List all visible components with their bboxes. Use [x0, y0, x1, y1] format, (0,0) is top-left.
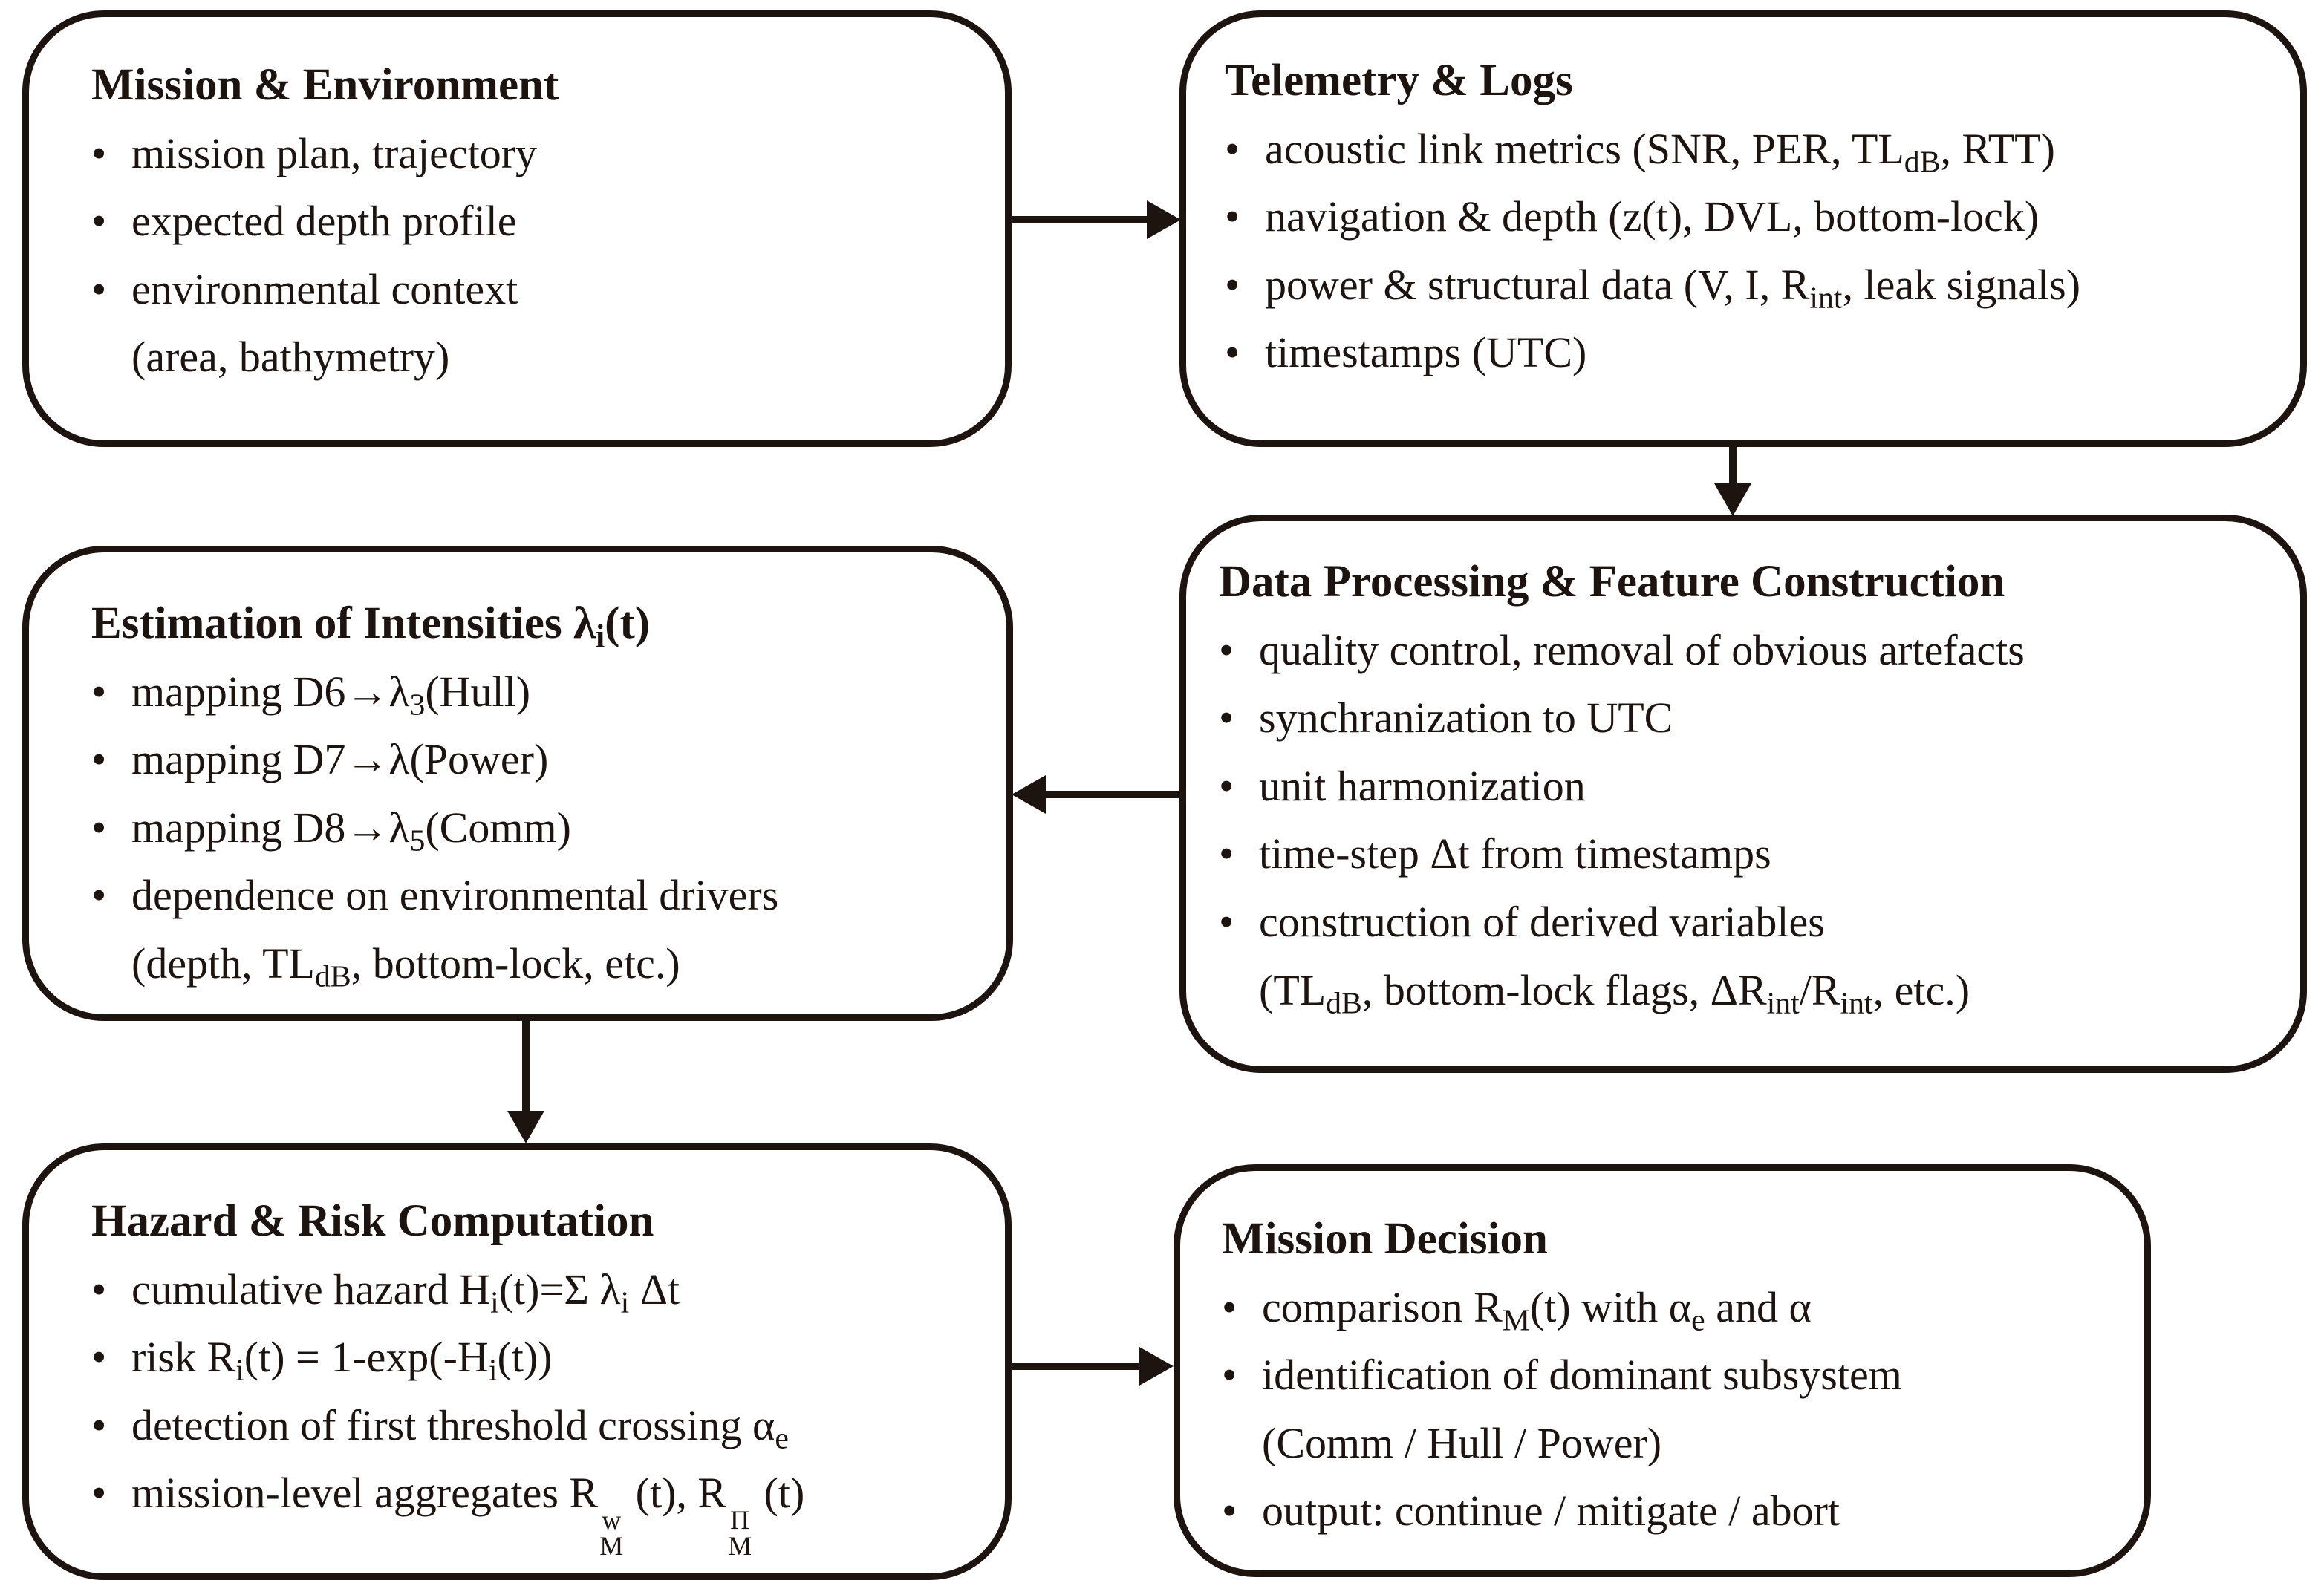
- arrow-estimation-to-hazard: [507, 1021, 544, 1143]
- bullet-item: expected depth profile: [91, 187, 983, 255]
- bullet-list: comparison RM(t) with αe and α identific…: [1222, 1273, 2126, 1546]
- arrow-shaft: [1012, 216, 1150, 223]
- arrow-shaft: [1729, 447, 1737, 490]
- bullet-item: mission plan, trajectory: [91, 120, 983, 188]
- box-content: Estimation of Intensities λi(t) mapping …: [29, 552, 1006, 998]
- bullet-list: acoustic link metrics (SNR, PER, TLdB, R…: [1225, 115, 2282, 388]
- arrow-shaft: [1012, 1363, 1142, 1370]
- box-hazard-risk: Hazard & Risk Computation cumulative haz…: [22, 1143, 1012, 1580]
- bullet-item: risk Ri(t) = 1-exp(-Hi(t)): [91, 1323, 987, 1391]
- bullet-text: synchranization to UTC: [1259, 694, 1673, 743]
- bullet-text: identification of dominant subsystem(Com…: [1262, 1351, 1902, 1467]
- bullet-text: expected depth profile: [131, 197, 517, 246]
- bullet-list: cumulative hazard Hi(t)=Σ λi Δt risk Ri(…: [91, 1256, 987, 1559]
- bullet-text: time-step Δt from timestamps: [1259, 829, 1771, 878]
- bullet-text: cumulative hazard Hi(t)=Σ λi Δt: [131, 1264, 680, 1320]
- bullet-item: environmental context(area, bathymetry): [91, 255, 983, 391]
- bullet-text: dependence on environmental drivers(dept…: [131, 871, 779, 994]
- bullet-item: dependence on environmental drivers(dept…: [91, 861, 984, 997]
- bullet-list: mapping D6→λ3(Hull) mapping D7→λ(Power) …: [91, 658, 984, 998]
- arrow-shaft: [1043, 791, 1181, 798]
- bullet-item: mission-level aggregates RwM (t), RΠM (t…: [91, 1459, 987, 1561]
- arrow-mission-to-telemetry: [1012, 200, 1181, 239]
- arrowhead-left-icon: [1012, 775, 1046, 814]
- bullet-item: mapping D7→λ(Power): [91, 725, 984, 794]
- bullet-text: acoustic link metrics (SNR, PER, TLdB, R…: [1265, 124, 2055, 180]
- bullet-text: output: continue / mitigate / abort: [1262, 1487, 1840, 1536]
- bullet-item: construction of derived variables(TLdB, …: [1219, 888, 2282, 1024]
- arrow-hazard-to-decision: [1012, 1347, 1174, 1386]
- box-title-mission-decision: Mission Decision: [1222, 1214, 1548, 1264]
- box-content: Data Processing & Feature Construction q…: [1186, 521, 2300, 1024]
- bullet-item: detection of first threshold crossing αe: [91, 1391, 987, 1460]
- bullet-text: mission-level aggregates RwM (t), RΠM (t…: [131, 1469, 805, 1561]
- bullet-text: power & structural data (V, I, Rint, lea…: [1265, 260, 2081, 316]
- bullet-text: mapping D6→λ3(Hull): [131, 667, 531, 722]
- bullet-item: output: continue / mitigate / abort: [1222, 1477, 2126, 1545]
- bullet-text: quality control, removal of obvious arte…: [1259, 625, 2025, 674]
- bullet-text: environmental context(area, bathymetry): [131, 264, 518, 382]
- bullet-item: time-step Δt from timestamps: [1219, 820, 2282, 888]
- bullet-text: mission plan, trajectory: [131, 128, 538, 177]
- bullet-item: unit harmonization: [1219, 752, 2282, 820]
- bullet-text: timestamps (UTC): [1265, 328, 1587, 377]
- arrow-shaft: [522, 1021, 530, 1117]
- bullet-item: mapping D6→λ3(Hull): [91, 658, 984, 726]
- box-content: Mission Decision comparison RM(t) with α…: [1180, 1171, 2144, 1545]
- bullet-text: detection of first threshold crossing αe: [131, 1400, 789, 1456]
- arrow-telemetry-to-processing: [1714, 447, 1751, 516]
- bullet-text: comparison RM(t) with αe and α: [1262, 1282, 1812, 1338]
- bullet-item: acoustic link metrics (SNR, PER, TLdB, R…: [1225, 115, 2282, 183]
- box-estimation-intensities: Estimation of Intensities λi(t) mapping …: [22, 546, 1013, 1021]
- bullet-item: synchranization to UTC: [1219, 684, 2282, 752]
- bullet-item: quality control, removal of obvious arte…: [1219, 616, 2282, 685]
- box-mission-decision: Mission Decision comparison RM(t) with α…: [1174, 1164, 2151, 1577]
- box-title-mission-environment: Mission & Environment: [91, 60, 559, 110]
- arrowhead-right-icon: [1139, 1347, 1174, 1386]
- box-content: Mission & Environment mission plan, traj…: [29, 17, 1005, 391]
- box-mission-environment: Mission & Environment mission plan, traj…: [22, 10, 1012, 447]
- bullet-list: mission plan, trajectory expected depth …: [91, 120, 983, 392]
- box-data-processing: Data Processing & Feature Construction q…: [1179, 515, 2307, 1073]
- bullet-text: unit harmonization: [1259, 761, 1586, 810]
- box-content: Telemetry & Logs acoustic link metrics (…: [1186, 17, 2300, 387]
- bullet-text: mapping D7→λ(Power): [131, 735, 549, 784]
- bullet-item: mapping D8→λ5(Comm): [91, 794, 984, 862]
- bullet-text: mapping D8→λ5(Comm): [131, 803, 571, 858]
- arrowhead-right-icon: [1147, 200, 1181, 239]
- box-title-estimation-intensities: Estimation of Intensities λi(t): [91, 598, 651, 655]
- box-title-telemetry-logs: Telemetry & Logs: [1225, 56, 1573, 105]
- bullet-item: identification of dominant subsystem(Com…: [1222, 1341, 2126, 1477]
- bullet-list: quality control, removal of obvious arte…: [1219, 616, 2282, 1025]
- bullet-text: construction of derived variables(TLdB, …: [1259, 898, 1970, 1021]
- arrowhead-down-icon: [1714, 483, 1751, 516]
- arrowhead-down-icon: [507, 1111, 544, 1143]
- box-content: Hazard & Risk Computation cumulative haz…: [29, 1150, 1005, 1559]
- bullet-item: power & structural data (V, I, Rint, lea…: [1225, 251, 2282, 319]
- box-telemetry-logs: Telemetry & Logs acoustic link metrics (…: [1179, 10, 2307, 447]
- box-title-hazard-risk: Hazard & Risk Computation: [91, 1196, 654, 1246]
- bullet-text: risk Ri(t) = 1-exp(-Hi(t)): [131, 1333, 553, 1388]
- box-title-data-processing: Data Processing & Feature Construction: [1219, 557, 2005, 607]
- bullet-item: cumulative hazard Hi(t)=Σ λi Δt: [91, 1256, 987, 1324]
- bullet-item: comparison RM(t) with αe and α: [1222, 1273, 2126, 1342]
- arrow-processing-to-estimation: [1012, 775, 1181, 814]
- bullet-item: navigation & depth (z(t), DVL, bottom-lo…: [1225, 183, 2282, 251]
- bullet-text: navigation & depth (z(t), DVL, bottom-lo…: [1265, 192, 2040, 241]
- bullet-item: timestamps (UTC): [1225, 319, 2282, 387]
